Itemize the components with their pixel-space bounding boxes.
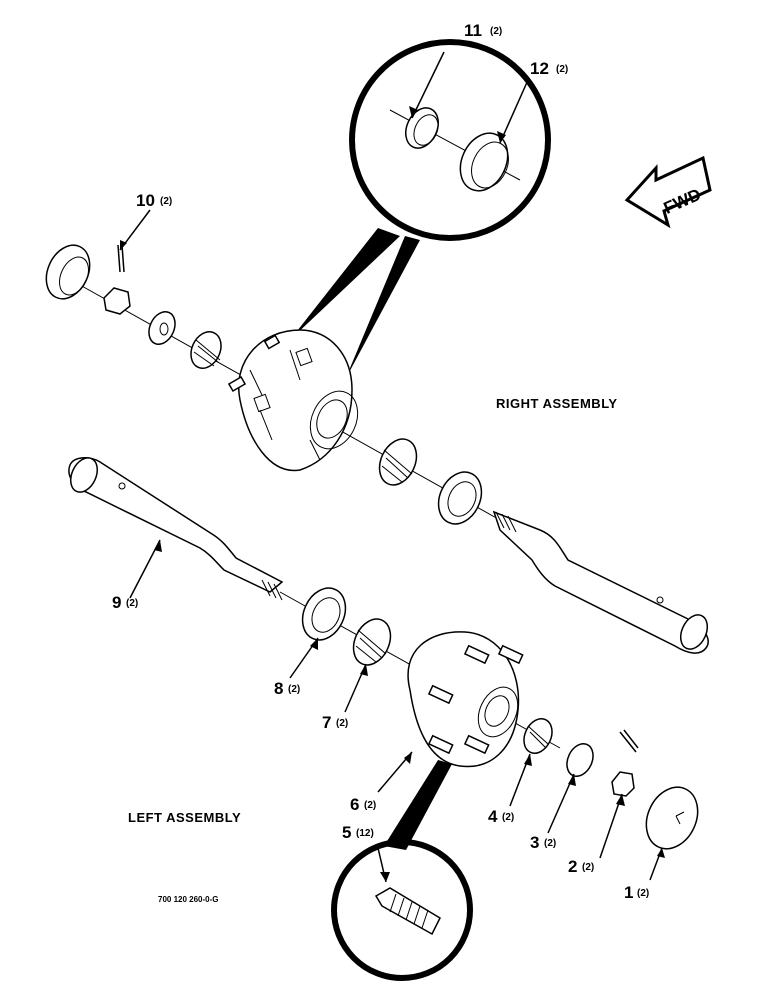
callout-number: 4 — [488, 807, 498, 826]
callout-qty: (2) — [364, 800, 376, 811]
leader-lines — [119, 209, 665, 881]
callout-7: 7 (2) — [322, 713, 348, 732]
callout-qty: (2) — [556, 64, 568, 75]
callout-number: 10 — [136, 191, 155, 210]
right-assembly-parts — [45, 244, 709, 654]
callout-number: 5 — [342, 823, 351, 842]
callout-qty: (2) — [126, 598, 138, 609]
callout-4: 4 (2) — [488, 807, 514, 826]
drawing-code: 700 120 260-0-G — [158, 895, 219, 904]
callout-11: 11 (2) — [464, 21, 502, 40]
callout-qty: (2) — [288, 684, 300, 695]
detail-circle-bearing-cups — [349, 39, 551, 241]
detail-pointer-wedge-2 — [345, 236, 420, 380]
callout-9: 9 (2) — [112, 593, 138, 612]
detail-circle-stud — [331, 760, 473, 981]
left-assembly-parts — [301, 587, 699, 850]
forward-arrow-icon: FWD — [624, 155, 712, 229]
detail-pointer-wedge — [290, 228, 400, 340]
callout-number: 11 — [464, 21, 482, 40]
detail-pointer-wedge-3 — [384, 760, 452, 850]
callout-qty: (2) — [160, 196, 172, 207]
callout-qty: (12) — [356, 828, 374, 839]
callout-8: 8 (2) — [274, 679, 300, 698]
callout-10: 10 (2) — [136, 191, 172, 210]
left-assembly-label: LEFT ASSEMBLY — [128, 810, 241, 825]
right-assembly-label: RIGHT ASSEMBLY — [496, 396, 618, 411]
callout-3: 3 (2) — [530, 833, 556, 852]
callout-1: 1 (2) — [624, 883, 649, 902]
callout-qty: (2) — [336, 718, 348, 729]
callout-number: 9 — [112, 593, 121, 612]
callout-number: 6 — [350, 795, 359, 814]
callout-qty: (2) — [637, 888, 649, 899]
callout-5: 5 (12) — [342, 823, 374, 842]
callout-2: 2 (2) — [568, 857, 594, 876]
callout-12: 12 (2) — [530, 59, 568, 78]
callout-number: 12 — [530, 59, 549, 78]
callout-number: 1 — [624, 883, 633, 902]
callout-6: 6 (2) — [350, 795, 376, 814]
callout-number: 3 — [530, 833, 539, 852]
callout-qty: (2) — [544, 838, 556, 849]
callout-number: 7 — [322, 713, 331, 732]
callout-qty: (2) — [490, 26, 502, 37]
callout-number: 8 — [274, 679, 283, 698]
callout-qty: (2) — [582, 862, 594, 873]
callout-qty: (2) — [502, 812, 514, 823]
callout-number: 2 — [568, 857, 577, 876]
